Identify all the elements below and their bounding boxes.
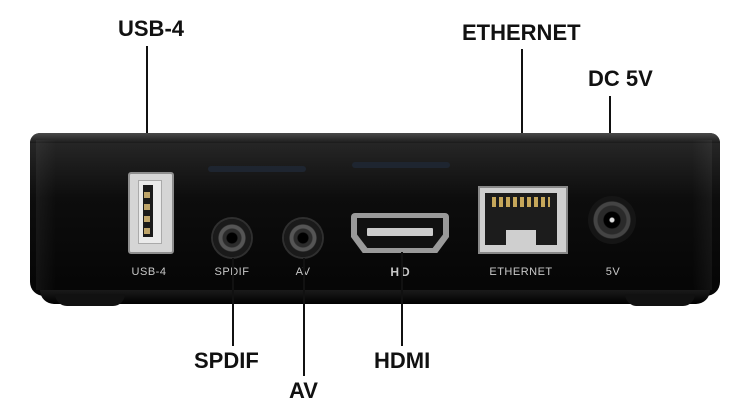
callout-dc-label: DC 5V <box>588 66 653 91</box>
av-jack-icon <box>284 219 322 257</box>
spdif-jack-icon <box>213 219 251 257</box>
device-foot-left <box>55 294 125 306</box>
callout-usb-line <box>146 46 148 172</box>
device-right-shine <box>692 140 712 290</box>
vent-slot-left <box>208 166 306 172</box>
callout-ethernet-line <box>521 49 523 186</box>
callout-av-line <box>303 258 305 376</box>
dc-jack-icon <box>588 196 636 244</box>
port-label-spdif: SPDIF <box>215 266 250 278</box>
callout-hdmi-line <box>401 252 403 346</box>
vent-slot-right <box>352 162 450 168</box>
port-label-dc: 5V <box>605 266 621 278</box>
device-top-rim <box>30 133 720 143</box>
callout-spdif-label: SPDIF <box>194 348 259 373</box>
callout-usb-label: USB-4 <box>118 16 185 41</box>
port-label-ethernet: ETHERNET <box>489 266 553 278</box>
device-bottom-lip <box>40 290 710 304</box>
port-label-hdmi-logo: HD <box>390 265 411 279</box>
callout-ethernet-label: ETHERNET <box>462 20 581 45</box>
port-label-av: AV <box>296 266 311 278</box>
callout-av-label: AV <box>289 378 318 403</box>
device-left-shine <box>36 140 56 290</box>
device-foot-right <box>625 294 695 306</box>
port-label-usb: USB-4 <box>131 266 167 278</box>
callout-spdif-line <box>232 258 234 346</box>
callout-hdmi-label: HDMI <box>374 348 431 373</box>
